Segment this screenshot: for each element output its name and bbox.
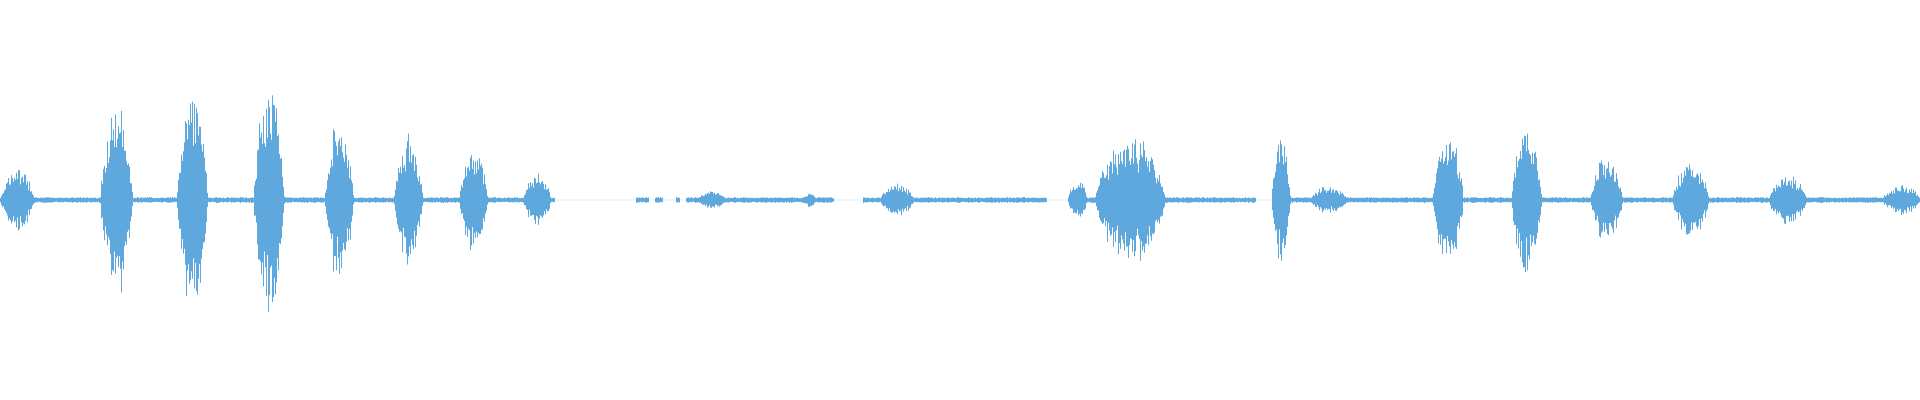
waveform-trace — [0, 95, 1920, 313]
